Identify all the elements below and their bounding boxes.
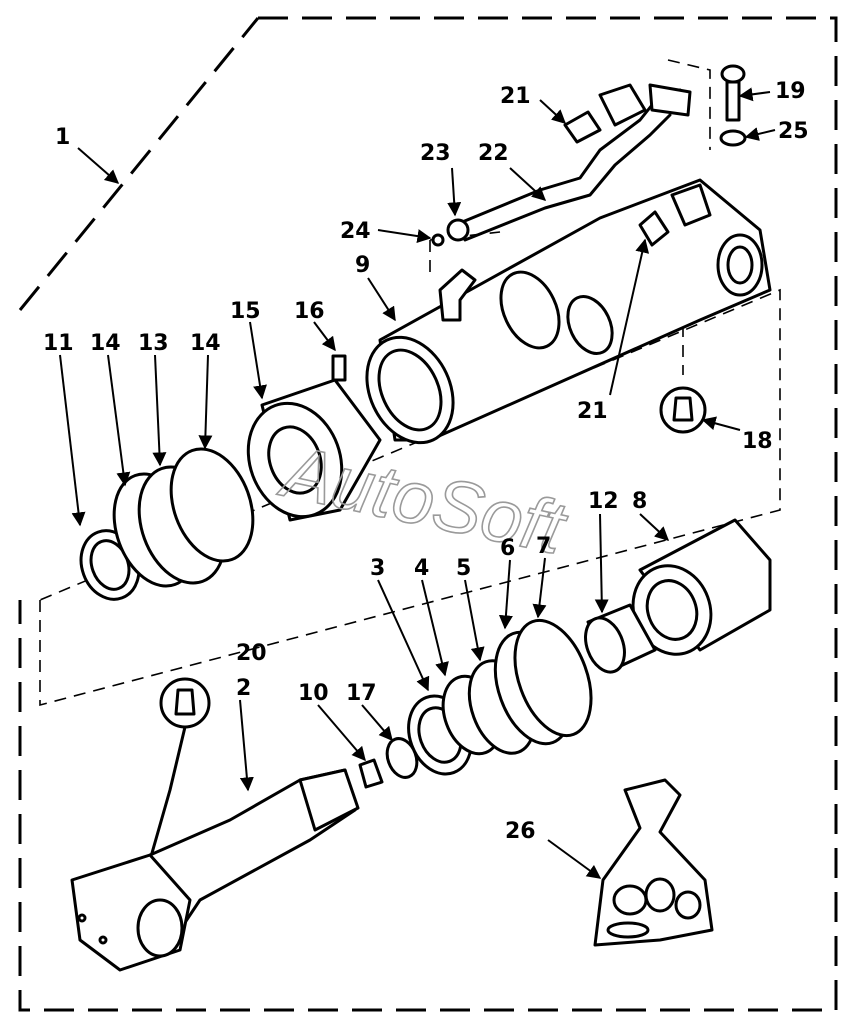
callout-labels: 1 21 23 22 24 9 19 25 21 18 11 14 13 14 …	[43, 79, 809, 844]
callout-26: 26	[505, 819, 536, 844]
grease-fitting-20	[148, 677, 211, 862]
seal-kit-region-dashed	[39, 288, 781, 707]
ring-14-b	[169, 447, 255, 563]
callout-9: 9	[355, 253, 370, 278]
callout-6: 6	[500, 536, 515, 561]
callout-23: 23	[420, 141, 451, 166]
callout-7: 7	[536, 534, 551, 559]
set-screw-16	[331, 354, 347, 382]
nut-10	[358, 758, 384, 789]
piston-rod-2	[70, 768, 360, 972]
callout-14-a: 14	[90, 331, 121, 356]
hydraulic-tube	[453, 83, 692, 242]
piston-15	[246, 378, 382, 522]
callout-20: 20	[236, 641, 267, 666]
callout-4: 4	[414, 556, 429, 581]
grease-fitting-18	[659, 386, 707, 434]
callout-15: 15	[230, 299, 261, 324]
guide-dashed-lines	[429, 59, 711, 375]
parts-bag-26	[593, 778, 714, 947]
callout-25: 25	[778, 119, 809, 144]
gland-8	[631, 518, 772, 656]
callout-1: 1	[55, 125, 70, 150]
callout-19: 19	[775, 79, 806, 104]
washer-25	[719, 129, 747, 147]
callout-12: 12	[588, 489, 619, 514]
nut-23	[446, 218, 470, 242]
washer-24	[431, 233, 445, 247]
bolt-19	[720, 64, 746, 122]
watermark: AutoSoft	[273, 429, 575, 571]
callout-11: 11	[43, 331, 74, 356]
callout-16: 16	[294, 299, 325, 324]
cylinder-barrel	[365, 178, 772, 445]
leader-lines	[59, 87, 776, 879]
bushing-12	[584, 603, 657, 674]
callout-8: 8	[632, 489, 647, 514]
seal-7	[513, 618, 593, 738]
kit-boundary-dashed	[18, 16, 838, 1012]
callout-21-top: 21	[500, 84, 531, 109]
callout-10: 10	[298, 681, 329, 706]
callout-13: 13	[138, 331, 169, 356]
callout-14-b: 14	[190, 331, 221, 356]
callout-21-bottom: 21	[577, 399, 608, 424]
callout-3: 3	[370, 556, 385, 581]
fitting-21-top	[563, 110, 602, 144]
callout-18: 18	[742, 429, 773, 454]
snap-ring-17	[385, 737, 419, 779]
callout-2: 2	[236, 676, 251, 701]
callout-22: 22	[478, 141, 509, 166]
callout-5: 5	[456, 556, 471, 581]
callout-17: 17	[346, 681, 377, 706]
callout-24: 24	[340, 219, 371, 244]
